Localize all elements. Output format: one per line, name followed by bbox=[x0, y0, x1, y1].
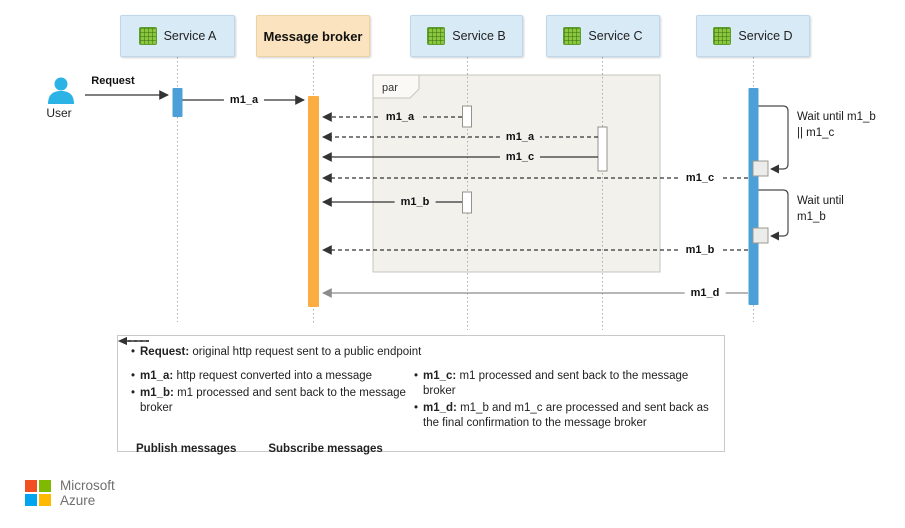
legend-desc: m1 processed and sent back to the messag… bbox=[423, 369, 689, 397]
participant-label: Service C bbox=[588, 29, 643, 43]
participant-label: Message broker bbox=[263, 28, 363, 44]
wait-note-1: Wait until m1_b || m1_c bbox=[797, 110, 876, 141]
par-label: par bbox=[382, 82, 398, 94]
bullet: • bbox=[413, 369, 419, 382]
legend-column-right: • m1_c: m1 processed and sent back to th… bbox=[409, 369, 719, 433]
participant-label: Service B bbox=[452, 29, 506, 43]
legend-box: • Request: original http request sent to… bbox=[117, 335, 725, 455]
ms-square-red bbox=[25, 480, 37, 493]
service-grid-icon bbox=[427, 27, 446, 45]
participant-label: Service A bbox=[163, 29, 217, 43]
legend-term: Request: bbox=[140, 346, 190, 358]
legend-item-m1c: • m1_c: m1 processed and sent back to th… bbox=[409, 369, 719, 399]
logo-text: Microsoft Azure bbox=[60, 478, 115, 508]
wait-bracket-1 bbox=[758, 105, 789, 174]
wait-note-line: Wait until bbox=[797, 195, 844, 207]
legend-term: m1_b: bbox=[140, 386, 174, 399]
message-label-request: Request bbox=[91, 75, 135, 87]
bullet: • bbox=[130, 386, 136, 399]
participant-service-a: Service A bbox=[120, 15, 235, 57]
message-label-m1c: m1_c bbox=[499, 150, 541, 164]
activation-service-c-1 bbox=[597, 126, 608, 172]
message-label-m1a: m1_a bbox=[379, 110, 421, 124]
par-fragment-body bbox=[372, 74, 661, 273]
microsoft-logo-icon bbox=[25, 480, 51, 507]
logo-line-microsoft: Microsoft bbox=[60, 478, 115, 493]
legend-desc: http request converted into a message bbox=[176, 369, 373, 382]
bullet: • bbox=[413, 401, 419, 414]
message-arrows bbox=[85, 90, 748, 298]
wait-note-line: m1_b bbox=[797, 210, 826, 223]
par-fragment: par bbox=[372, 74, 661, 273]
wait-bracket-2 bbox=[758, 189, 789, 241]
message-label-m1b: m1_b bbox=[394, 195, 436, 209]
service-grid-icon bbox=[563, 27, 582, 45]
legend-column-left: • m1_a: http request converted into a me… bbox=[126, 369, 409, 433]
legend-item-m1a: • m1_a: http request converted into a me… bbox=[126, 369, 409, 384]
wait-markers bbox=[752, 160, 769, 244]
wait-note-line: Wait until m1_b bbox=[797, 111, 876, 123]
participant-service-b: Service B bbox=[410, 15, 523, 57]
service-grid-icon bbox=[713, 27, 732, 45]
wait-note-2: Wait until m1_b bbox=[797, 194, 844, 225]
par-label-tab bbox=[372, 74, 420, 99]
legend-arrow-key: Publish messages Subscribe messages bbox=[118, 337, 710, 455]
service-grid-icon bbox=[138, 27, 157, 45]
participant-label: Service D bbox=[738, 29, 793, 43]
message-label-m1a: m1_a bbox=[223, 93, 265, 107]
subscribe-arrow-icon bbox=[118, 337, 149, 345]
legend-term: m1_a: bbox=[140, 369, 174, 382]
activation-service-a bbox=[172, 88, 183, 117]
legend-desc: m1 processed and sent back to the messag… bbox=[140, 386, 406, 414]
activation-service-b-2 bbox=[462, 191, 472, 214]
message-label-m1b: m1_b bbox=[679, 243, 721, 257]
legend-term: m1_d: bbox=[423, 401, 457, 414]
legend-item-request: • Request: original http request sent to… bbox=[126, 345, 710, 360]
activation-service-d bbox=[748, 88, 759, 305]
legend-item-m1b: • m1_b: m1 processed and sent back to th… bbox=[126, 386, 409, 416]
legend-desc: m1_b and m1_c are processed and sent bac… bbox=[423, 401, 709, 429]
message-label-m1c: m1_c bbox=[679, 171, 721, 185]
publish-label: Publish messages bbox=[136, 442, 237, 455]
message-label-m1d: m1_d bbox=[684, 286, 726, 300]
ms-square-yellow bbox=[39, 494, 51, 507]
actor-label: User bbox=[46, 106, 72, 120]
legend-term: m1_c: bbox=[423, 369, 457, 382]
ms-square-green bbox=[39, 480, 51, 493]
subscribe-label: Subscribe messages bbox=[268, 442, 383, 455]
legend-columns: • m1_a: http request converted into a me… bbox=[126, 369, 710, 433]
microsoft-azure-logo: Microsoft Azure bbox=[25, 478, 115, 508]
bullet: • bbox=[130, 369, 136, 382]
activation-service-b-1 bbox=[462, 105, 472, 128]
bullet: • bbox=[130, 346, 136, 358]
wait-marker-square-2 bbox=[752, 227, 769, 244]
activation-broker bbox=[308, 96, 319, 307]
legend-item-m1d: • m1_d: m1_b and m1_c are processed and … bbox=[409, 401, 719, 431]
message-label-m1a: m1_a bbox=[499, 130, 541, 144]
wait-note-line: || m1_c bbox=[797, 126, 835, 139]
wait-brackets bbox=[758, 105, 789, 241]
activation-bars bbox=[172, 88, 759, 307]
wait-marker-square-1 bbox=[752, 160, 769, 177]
participant-service-d: Service D bbox=[696, 15, 810, 57]
participant-service-c: Service C bbox=[546, 15, 660, 57]
logo-line-azure: Azure bbox=[60, 493, 96, 509]
participant-message-broker: Message broker bbox=[256, 15, 370, 57]
legend-desc: original http request sent to a public e… bbox=[192, 346, 422, 358]
user-icon bbox=[48, 77, 74, 104]
ms-square-blue bbox=[25, 494, 37, 507]
